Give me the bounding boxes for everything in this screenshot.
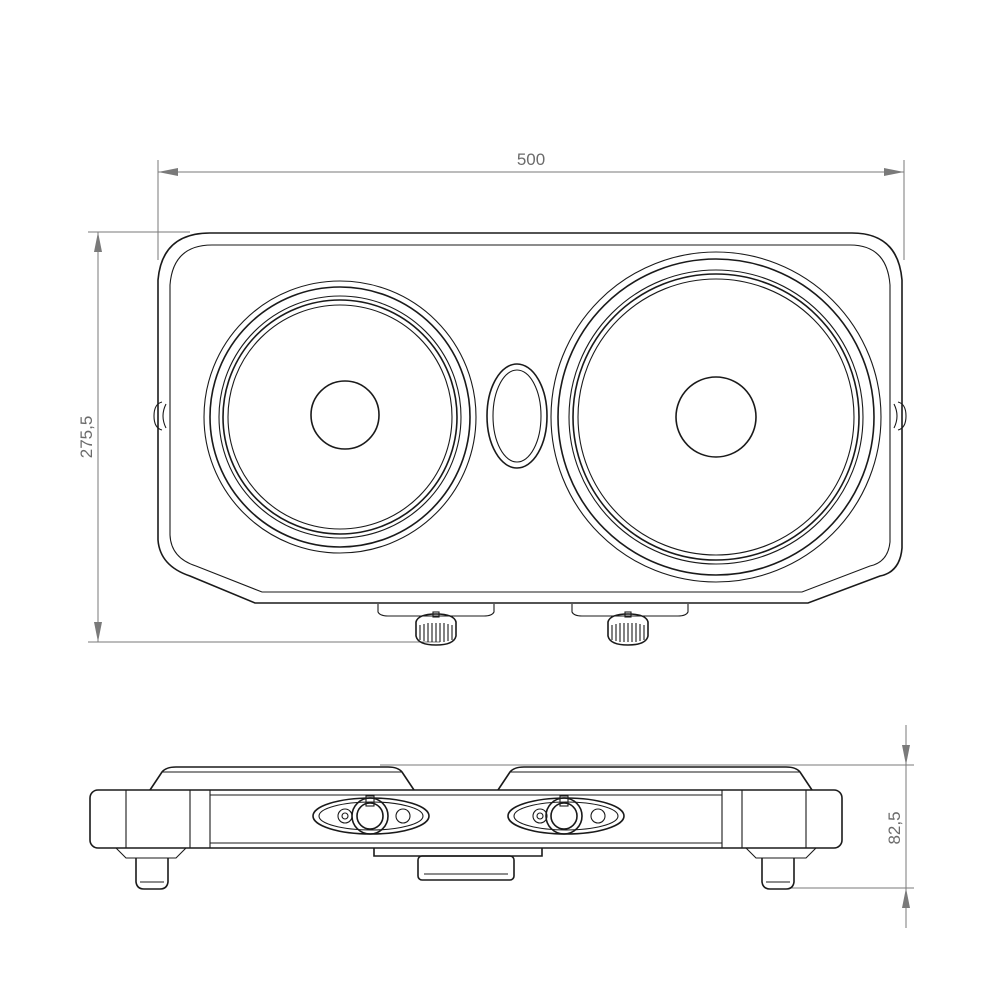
left-side-handle-inner [162, 403, 167, 429]
left-knob-top [377, 604, 495, 646]
width-dimension: 500 [157, 150, 905, 260]
left-burner-center-disc [310, 380, 380, 450]
depth-dimension: 275,5 [77, 231, 440, 643]
left-control-panel [312, 795, 430, 835]
front-view [89, 766, 843, 890]
right-foot [745, 847, 817, 890]
width-dimension-label: 500 [517, 150, 545, 169]
right-side-handle [897, 401, 907, 431]
top-view-inner-body [169, 244, 891, 593]
left-burner [203, 280, 477, 554]
right-indicator-lamp [532, 808, 548, 824]
right-side-handle-inner [893, 403, 898, 429]
height-dimension: 82,5 [380, 725, 914, 928]
front-view-body [89, 789, 843, 849]
right-knob-top [571, 604, 689, 646]
right-burner [550, 251, 882, 583]
left-indicator-lamp [337, 808, 353, 824]
cord-box [417, 855, 515, 881]
top-view [153, 232, 907, 646]
right-burner-dome [497, 766, 813, 791]
left-foot [115, 847, 187, 890]
cord-housing [373, 848, 543, 857]
right-control-panel [507, 795, 625, 835]
left-side-handle [153, 401, 163, 431]
indicator-light [486, 363, 548, 469]
top-view-outer-body [157, 232, 903, 604]
height-dimension-label: 82,5 [885, 811, 904, 844]
depth-dimension-label: 275,5 [77, 416, 96, 459]
left-burner-dome [149, 766, 415, 791]
right-burner-center-disc [675, 376, 757, 458]
right-control-knob [545, 797, 583, 835]
left-control-knob [351, 797, 389, 835]
